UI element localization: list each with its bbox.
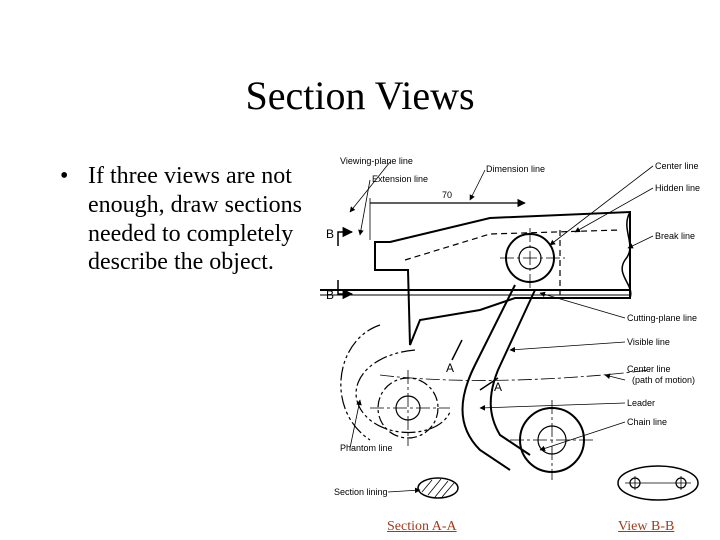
b-marker-bottom [337, 280, 354, 300]
slide-title-text: Section Views [245, 73, 475, 118]
marker-b-top: B [326, 227, 334, 241]
label-extension-line: Extension line [372, 174, 428, 184]
arm [461, 284, 516, 471]
section-a-link[interactable]: Section A-A [387, 519, 457, 534]
technical-drawing: Viewing-plane line Extension line Dimens… [320, 156, 700, 501]
marker-a-left: A [446, 361, 454, 375]
marker-b-bottom: B [326, 288, 334, 302]
label-leader: Leader [627, 398, 655, 408]
hidden-line [404, 229, 621, 261]
label-phantom-line: Phantom line [340, 443, 393, 453]
motion-path [379, 369, 651, 381]
label-chain-line: Chain line [627, 417, 667, 427]
a-marker-left [451, 339, 463, 361]
label-dimension-line: Dimension line [486, 164, 545, 174]
b-marker-top [337, 226, 354, 246]
label-visible-line: Visible line [627, 337, 670, 347]
label-center-line-motion: Center line [627, 364, 671, 374]
break-line [621, 211, 632, 299]
label-break-line: Break line [655, 231, 695, 241]
bullet-dot: • [60, 163, 69, 189]
label-cutting-plane-line: Cutting-plane line [627, 313, 697, 323]
center-line [500, 228, 565, 288]
section-a-shape [417, 477, 459, 499]
label-hidden-line: Hidden line [655, 183, 700, 193]
view-b-shape [617, 465, 699, 501]
bullet-text: If three views are not enough, draw sect… [88, 163, 302, 276]
slide-title: Section Views [0, 72, 720, 119]
label-section-lining: Section lining [334, 487, 388, 497]
label-center-line: Center line [655, 161, 699, 171]
marker-a-right: A [494, 380, 502, 394]
part-outline [374, 210, 631, 346]
a-marker-right [479, 377, 499, 391]
view-b-link[interactable]: View B-B [618, 519, 675, 534]
label-dimension-value: 70 [442, 190, 452, 200]
label-viewing-plane-line: Viewing-plane line [340, 156, 413, 166]
label-path-of-motion: (path of motion) [632, 375, 695, 385]
phantom-loop [355, 349, 451, 434]
